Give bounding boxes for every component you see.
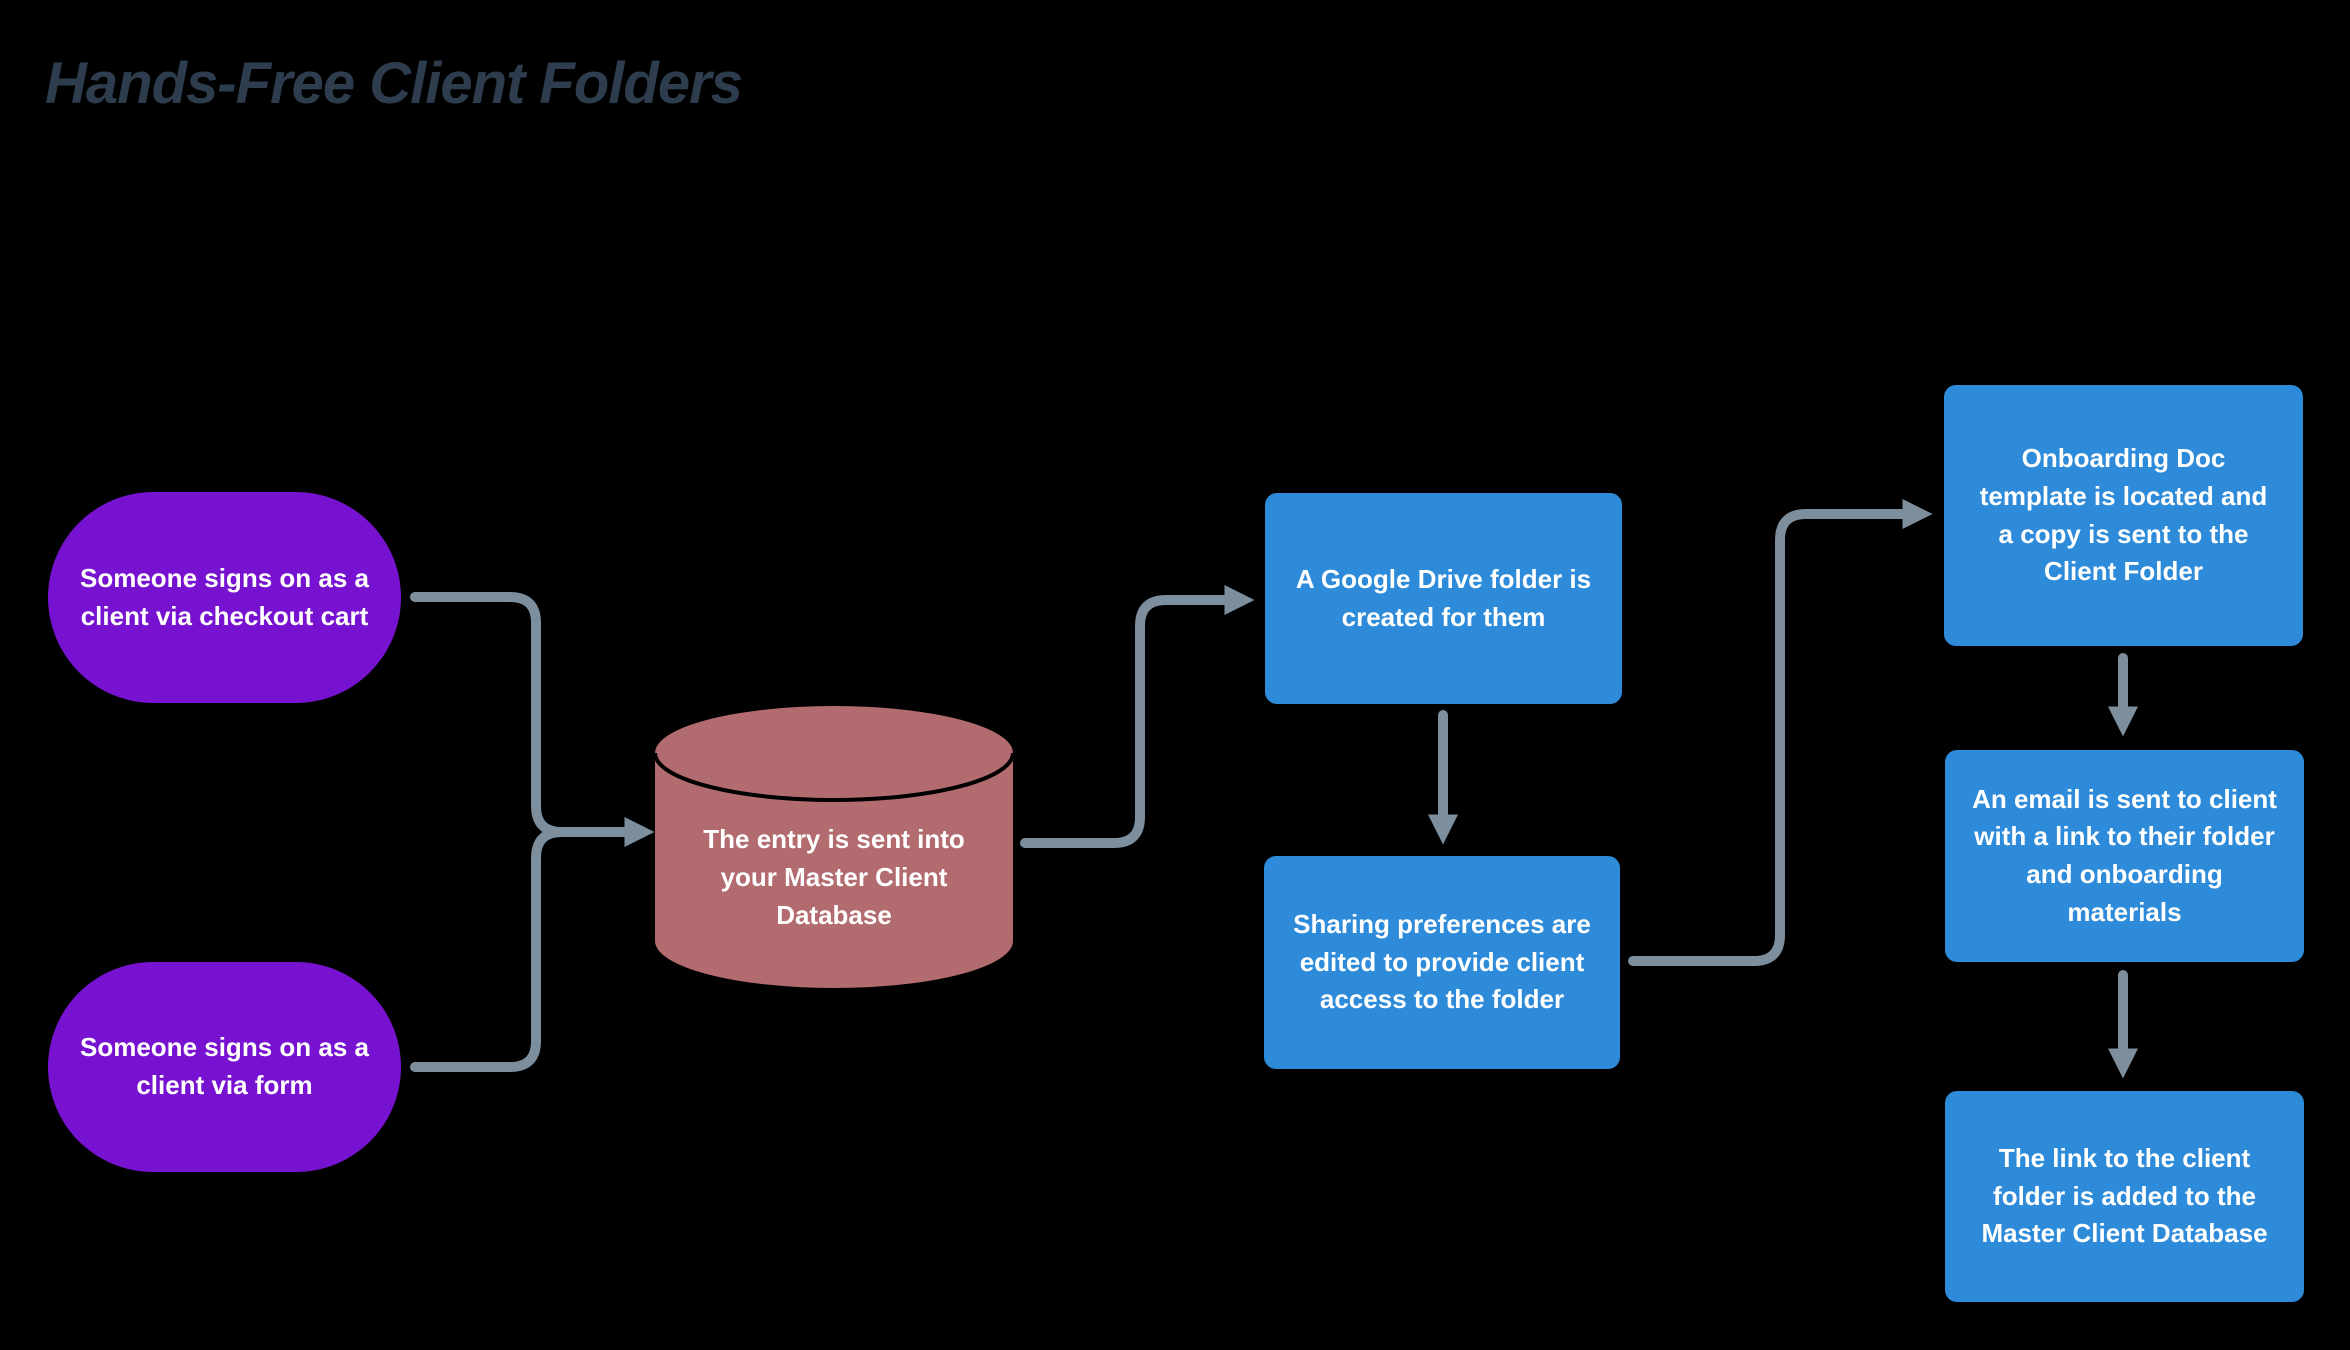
node-email-to-client: An email is sent to client with a link t… [1945, 750, 2304, 962]
database-cylinder-top [655, 706, 1013, 800]
node-master-client-database-label: The entry is sent into your Master Clien… [664, 793, 1004, 963]
database-cylinder-top-edge [653, 752, 1015, 802]
database-cylinder [653, 706, 1015, 988]
node-label: Onboarding Doc template is located and a… [1979, 443, 2268, 587]
connector-database-to-drive [1020, 585, 1255, 848]
node-label: Sharing preferences are edited to provid… [1293, 908, 1591, 1015]
node-signup-checkout-cart: Someone signs on as a client via checkou… [48, 492, 401, 703]
connector-form-to-database [410, 827, 567, 1072]
connector-sharing-to-onboarding [1628, 499, 1933, 966]
node-label: An email is sent to client with a link t… [1972, 783, 2277, 927]
node-onboarding-doc: Onboarding Doc template is located and a… [1944, 385, 2303, 646]
node-sharing-preferences: Sharing preferences are edited to provid… [1264, 856, 1620, 1069]
node-label: A Google Drive folder is created for the… [1295, 563, 1592, 632]
page-title: Hands-Free Client Folders [45, 51, 743, 116]
node-signup-form: Someone signs on as a client via form [48, 962, 401, 1172]
node-link-added-to-database: The link to the client folder is added t… [1945, 1091, 2304, 1302]
node-google-drive-folder: A Google Drive folder is created for the… [1265, 493, 1622, 704]
connector-checkout-to-database [410, 592, 655, 847]
node-label: Someone signs on as a client via checkou… [80, 562, 369, 631]
node-label: The entry is sent into your Master Clien… [703, 824, 965, 930]
node-label: Someone signs on as a client via form [80, 1032, 369, 1100]
node-label: The link to the client folder is added t… [1981, 1142, 2268, 1249]
database-cylinder-body [655, 753, 1013, 988]
